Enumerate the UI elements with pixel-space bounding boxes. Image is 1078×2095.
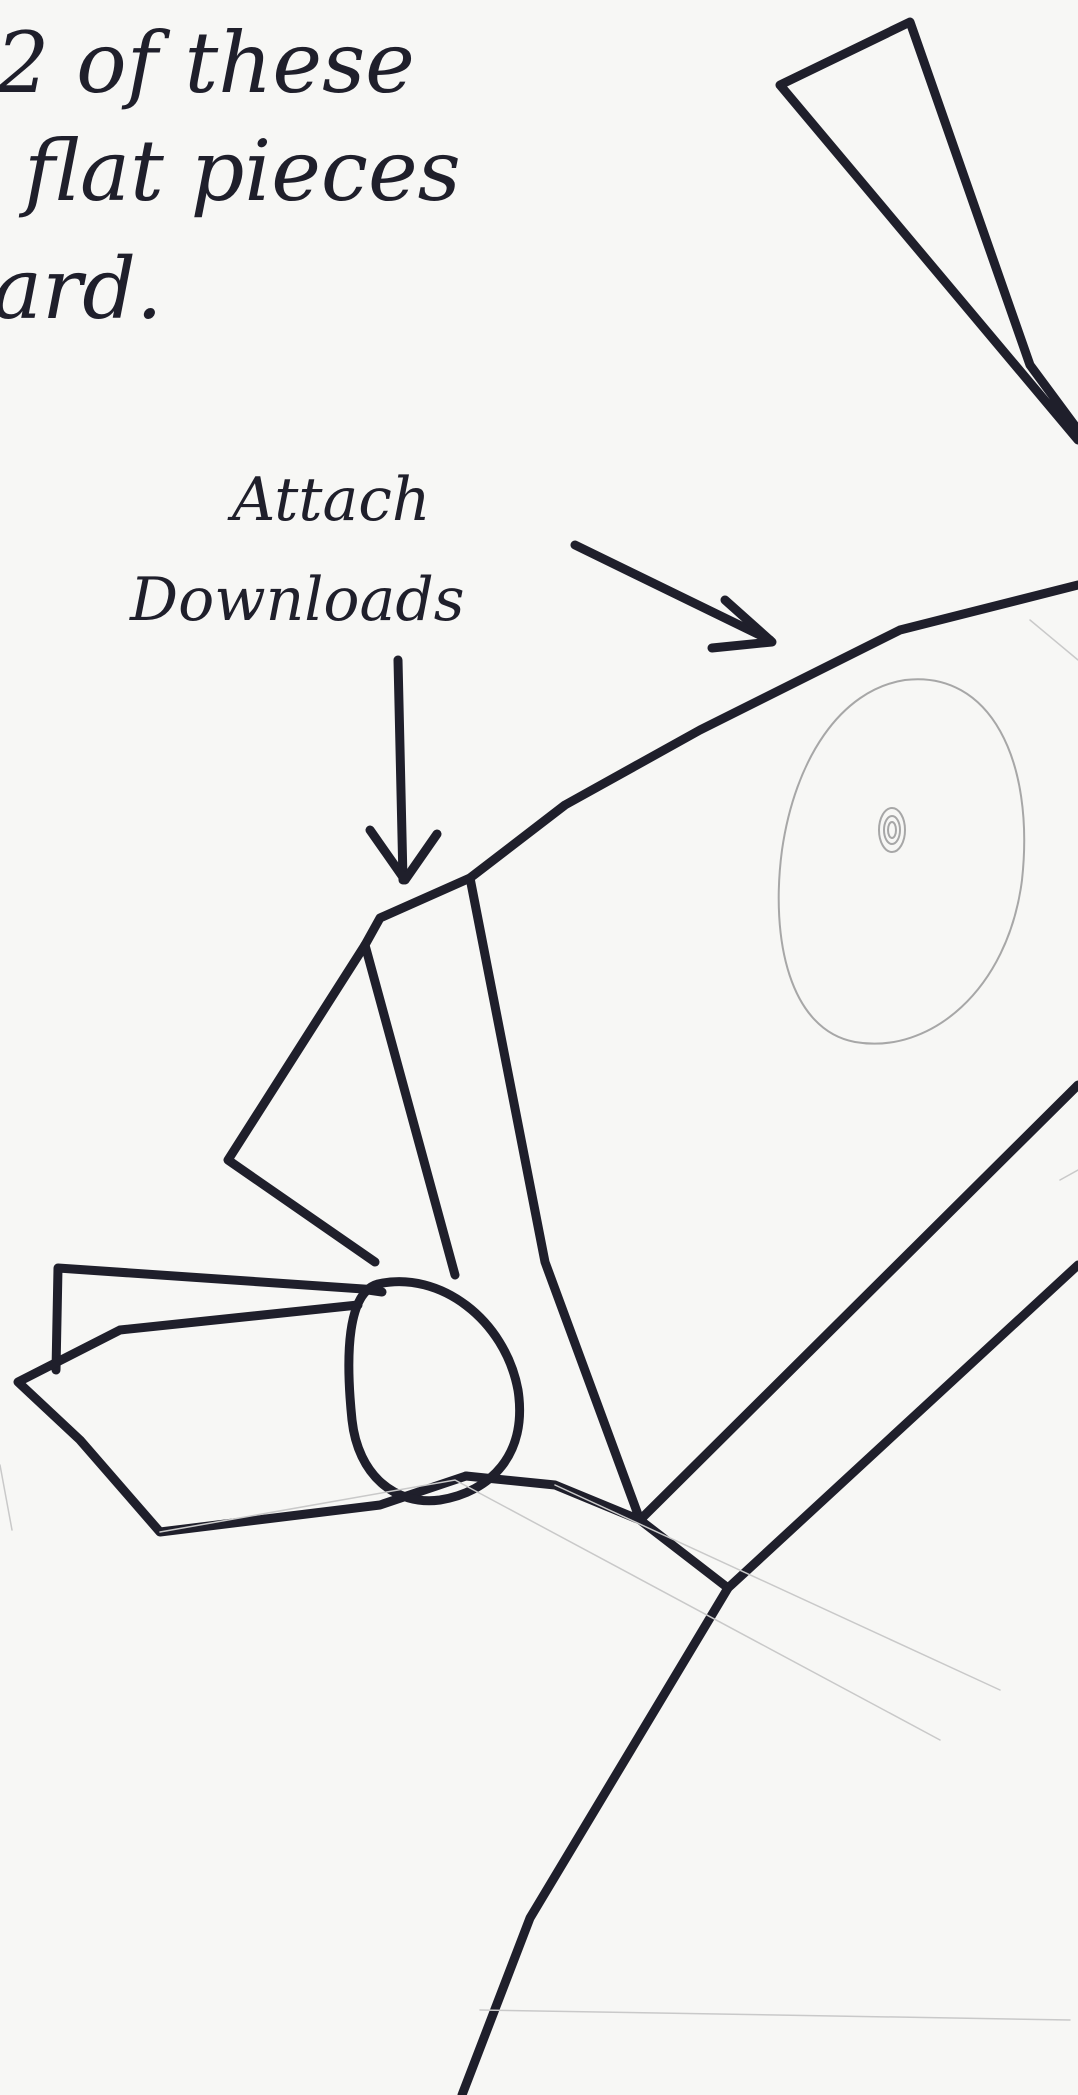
- instruction-line-3: ard.: [0, 240, 163, 338]
- callout-line-2: Downloads: [129, 565, 465, 635]
- callout-line-1: Attach: [227, 465, 431, 535]
- top-tab: [780, 22, 1078, 440]
- joint-circle: [349, 1282, 520, 1501]
- eye-marking: [779, 679, 1025, 1043]
- instruction-line-1: 2 of these: [0, 14, 415, 112]
- instruction-line-2: flat pieces: [18, 122, 461, 220]
- arrow-right: [575, 545, 772, 648]
- arrow-down: [370, 660, 437, 880]
- main-body: [228, 585, 1078, 2095]
